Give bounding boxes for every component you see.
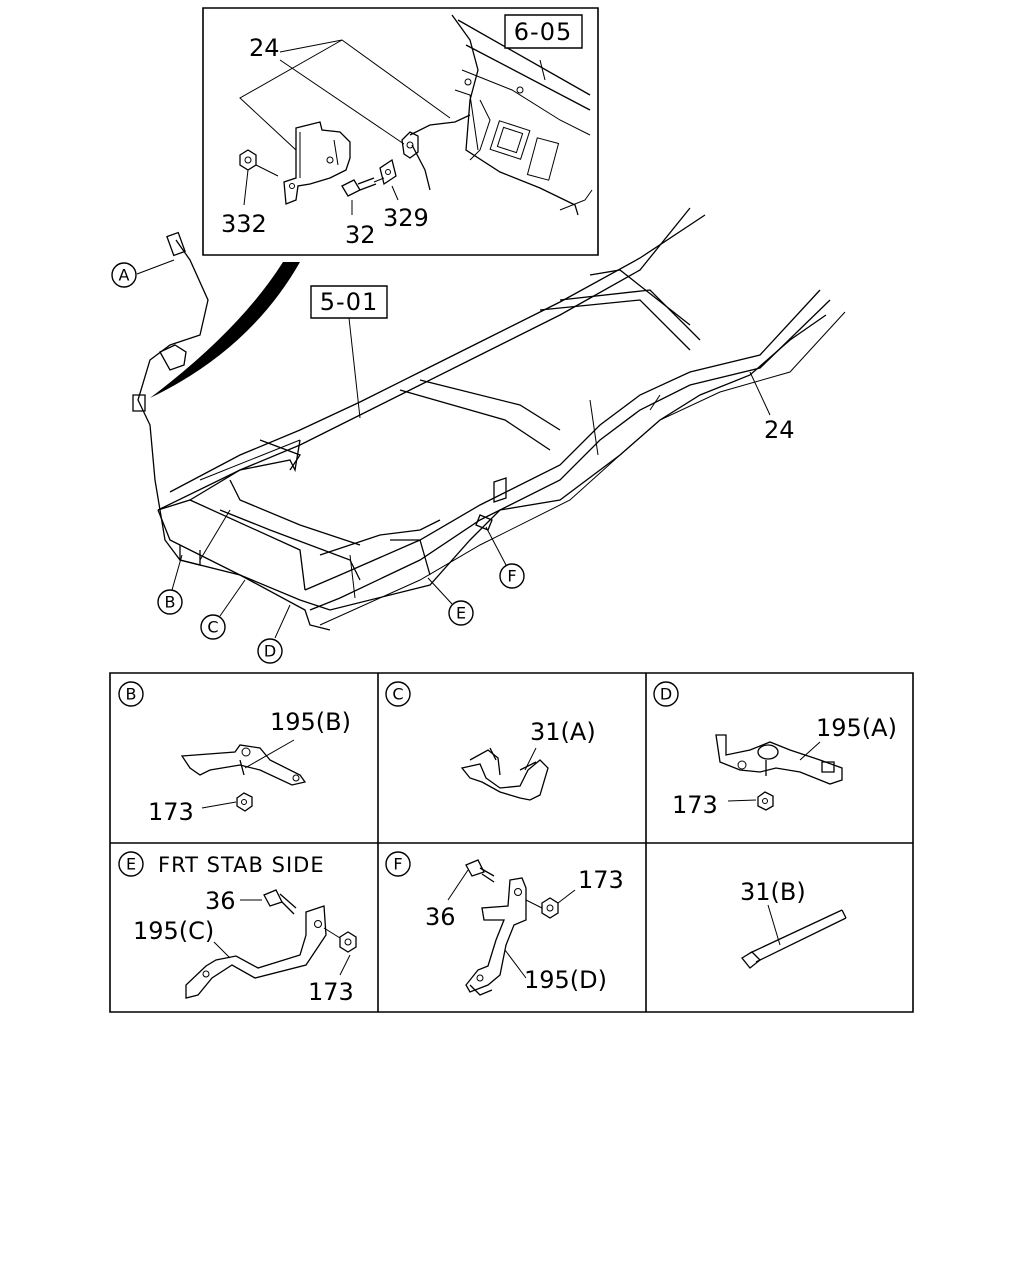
- cable-end-fitting-A: [133, 233, 186, 411]
- detail-F: F 36 173 195(D): [386, 852, 624, 995]
- svg-text:B: B: [165, 593, 176, 612]
- svg-text:C: C: [207, 618, 218, 637]
- detail-E: E FRT STAB SIDE 36 195(C) 173: [119, 852, 356, 1006]
- callout-A: A: [112, 260, 174, 287]
- part-label-195D: 195(D): [524, 966, 607, 994]
- clip-31A-drawing: [462, 748, 548, 800]
- inset-detail: 24 332 32 329 6-05: [203, 8, 598, 255]
- bracket-24-drawing: [284, 122, 350, 204]
- ref-label-5-01: 5-01: [320, 288, 378, 316]
- callout-B: B: [158, 555, 182, 614]
- bolt-32-icon: [342, 178, 376, 196]
- detail-D-letter: D: [660, 685, 672, 704]
- nut-332-icon: [240, 150, 256, 170]
- part-label-24-inset: 24: [249, 34, 280, 62]
- detail-E-letter: E: [126, 855, 136, 874]
- part-label-332: 332: [221, 210, 267, 238]
- nut-173-B-icon: [237, 793, 252, 811]
- bracket-195C-drawing: [186, 906, 326, 998]
- leader-5-01: [349, 318, 360, 418]
- part-label-173-D: 173: [672, 791, 718, 819]
- callout-C: C: [201, 580, 245, 639]
- part-label-32: 32: [345, 221, 376, 249]
- bolt-36-F-icon: [466, 860, 494, 882]
- callout-F: F: [486, 527, 524, 588]
- part-label-173-E: 173: [308, 978, 354, 1006]
- nut-173-F-icon: [542, 898, 558, 918]
- detail-F-letter: F: [393, 855, 402, 874]
- svg-text:F: F: [507, 567, 516, 586]
- bolt-36-E-icon: [264, 890, 296, 914]
- nut-173-D-icon: [758, 792, 773, 810]
- bracket-195D-drawing: [466, 878, 526, 995]
- detail-C: C 31(A): [386, 682, 596, 800]
- speedometer-cable-24: [138, 240, 826, 610]
- part-label-31B: 31(B): [740, 878, 806, 906]
- part-label-173-B: 173: [148, 798, 194, 826]
- bracket-195B-drawing: [182, 745, 305, 785]
- detail-E-note: FRT STAB SIDE: [158, 853, 325, 877]
- part-label-31A: 31(A): [530, 718, 596, 746]
- part-label-195C: 195(C): [133, 917, 214, 945]
- cab-panel-drawing: [452, 15, 592, 215]
- detail-B: B 195(B) 173: [119, 682, 351, 826]
- cable-clamp-icon: [402, 132, 418, 158]
- inset-leaders: [240, 40, 545, 215]
- part-label-329: 329: [383, 204, 429, 232]
- inset-cable: [410, 115, 470, 135]
- part-label-195B: 195(B): [270, 708, 351, 736]
- detail-pointer-wedge: [150, 262, 300, 398]
- inset-cable-end: [412, 145, 430, 190]
- chassis-frame-drawing: [158, 208, 845, 630]
- part-label-36-F: 36: [425, 903, 456, 931]
- nut-173-E-icon: [340, 932, 356, 952]
- part-label-173-F: 173: [578, 866, 624, 894]
- bracket-F-on-frame: [476, 478, 506, 530]
- ref-box-6-05: [505, 15, 582, 48]
- detail-C-letter: C: [392, 685, 403, 704]
- part-label-36-E: 36: [205, 887, 236, 915]
- inset-frame: [203, 8, 598, 255]
- svg-text:E: E: [456, 604, 466, 623]
- ref-label-6-05: 6-05: [514, 18, 572, 46]
- part-label-24-main: 24: [764, 416, 795, 444]
- callout-D: D: [258, 605, 290, 663]
- detail-grid: [110, 673, 913, 1012]
- part-label-195A: 195(A): [816, 714, 897, 742]
- svg-text:A: A: [119, 266, 130, 285]
- leader-24-main: [750, 372, 770, 415]
- detail-D: D 195(A) 173: [654, 682, 897, 819]
- washer-329-icon: [380, 160, 396, 184]
- bracket-195A-drawing: [716, 735, 842, 784]
- cable-tie-31B-drawing: [742, 910, 846, 968]
- callout-E: E: [428, 578, 473, 625]
- detail-tie: 31(B): [740, 878, 846, 968]
- detail-B-letter: B: [126, 685, 137, 704]
- svg-text:D: D: [264, 642, 276, 661]
